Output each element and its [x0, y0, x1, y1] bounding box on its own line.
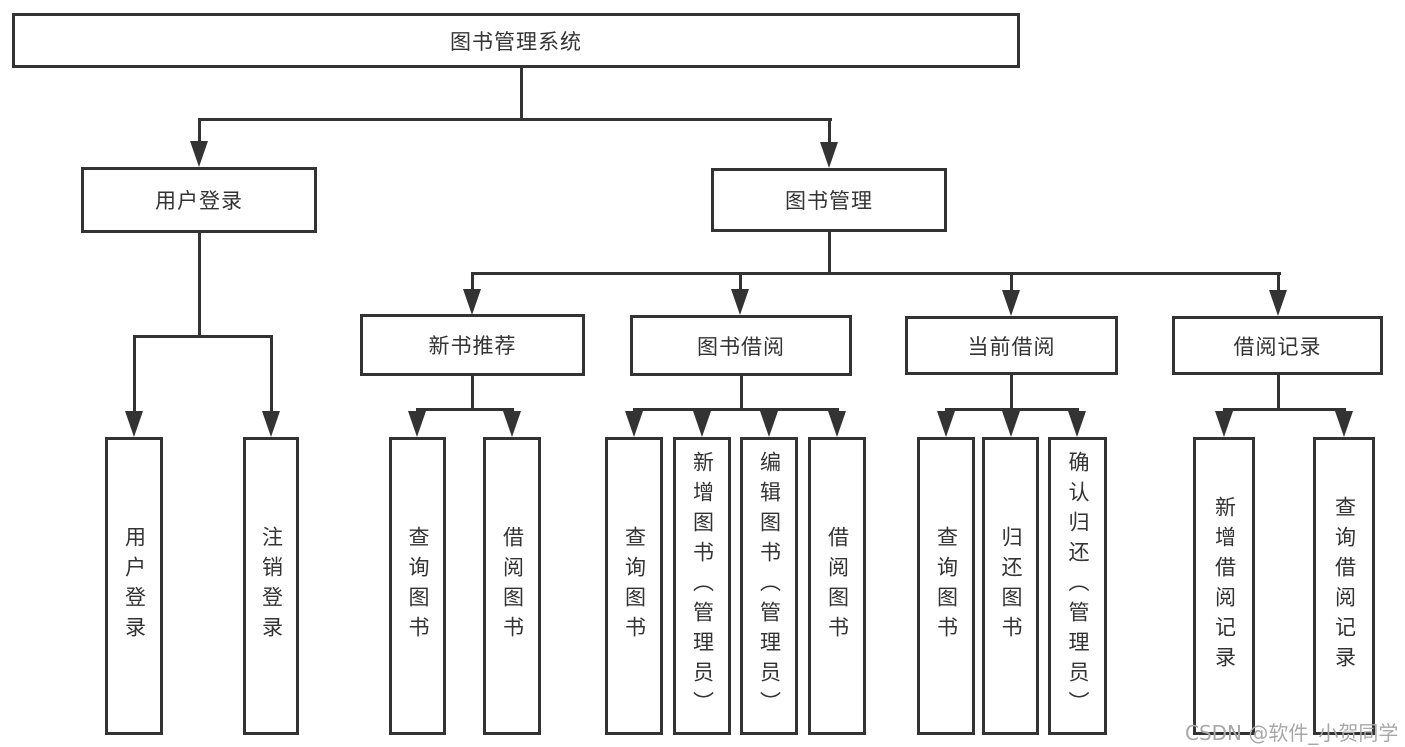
leaf-return-books-label: 归还图书	[999, 526, 1023, 646]
connector-line	[1010, 272, 1013, 292]
node-new-book-recommend: 新书推荐	[360, 314, 585, 376]
connector-line	[471, 272, 474, 292]
arrow-down-icon	[828, 411, 846, 437]
connector-line	[471, 376, 474, 411]
leaf-query-books-newbook: 查询图书	[389, 437, 446, 735]
connector-line	[1277, 272, 1280, 292]
leaf-edit-books-admin: 编辑图书（管理员）	[740, 437, 798, 735]
connector-line	[739, 272, 742, 292]
leaf-user-login: 用户登录	[105, 437, 163, 735]
arrow-down-icon	[625, 411, 643, 437]
arrow-down-icon	[820, 142, 838, 168]
connector-line	[198, 118, 201, 144]
arrow-down-icon	[262, 411, 280, 437]
connector-line	[633, 408, 839, 411]
leaf-query-books-borrow-label: 查询图书	[622, 526, 647, 646]
node-book-management: 图书管理	[711, 168, 947, 232]
leaf-borrow-books-newbook: 借阅图书	[483, 437, 541, 735]
connector-line	[1010, 375, 1013, 411]
leaf-user-login-label: 用户登录	[122, 526, 147, 646]
arrow-down-icon	[1002, 290, 1020, 316]
leaf-logout-login: 注销登录	[243, 437, 299, 735]
node-library-management-system: 图书管理系统	[12, 13, 1020, 68]
arrow-down-icon	[463, 289, 481, 315]
node-user-login: 用户登录	[81, 167, 317, 233]
arrow-down-icon	[408, 411, 426, 437]
leaf-confirm-return-admin-label: 确认归还（管理员）	[1066, 451, 1090, 721]
arrow-down-icon	[1215, 411, 1233, 437]
connector-line	[198, 233, 201, 337]
leaf-query-books-borrow: 查询图书	[605, 437, 663, 735]
leaf-query-borrow-record-label: 查询借阅记录	[1332, 496, 1357, 676]
leaf-query-books-newbook-label: 查询图书	[406, 526, 430, 646]
leaf-query-borrow-record: 查询借阅记录	[1313, 437, 1375, 735]
connector-line	[133, 335, 136, 412]
connector-line	[198, 118, 832, 121]
arrow-down-icon	[731, 289, 749, 315]
connector-line	[828, 118, 831, 144]
leaf-edit-books-admin-label: 编辑图书（管理员）	[757, 451, 782, 721]
leaf-query-books-current-label: 查询图书	[934, 526, 959, 646]
connector-line	[828, 232, 831, 275]
arrow-down-icon	[1068, 411, 1086, 437]
node-borrow-records: 借阅记录	[1172, 316, 1383, 375]
leaf-add-borrow-record: 新增借阅记录	[1193, 437, 1255, 735]
arrow-down-icon	[693, 411, 711, 437]
leaf-add-books-admin: 新增图书（管理员）	[673, 437, 731, 735]
arrow-down-icon	[760, 411, 778, 437]
leaf-logout-login-label: 注销登录	[259, 526, 284, 646]
leaf-add-books-admin-label: 新增图书（管理员）	[690, 451, 715, 721]
connector-line	[520, 68, 523, 121]
connector-line	[416, 408, 514, 411]
node-current-borrow: 当前借阅	[905, 316, 1118, 375]
connector-line	[945, 408, 1079, 411]
leaf-add-borrow-record-label: 新增借阅记录	[1212, 496, 1237, 676]
leaf-borrow-books-label: 借阅图书	[825, 526, 850, 646]
arrow-down-icon	[1269, 290, 1287, 316]
leaf-query-books-current: 查询图书	[917, 437, 975, 735]
arrow-down-icon	[937, 411, 955, 437]
leaf-confirm-return-admin: 确认归还（管理员）	[1048, 437, 1107, 735]
leaf-return-books: 归还图书	[982, 437, 1039, 735]
arrow-down-icon	[125, 411, 143, 437]
leaf-borrow-books: 借阅图书	[808, 437, 866, 735]
connector-line	[471, 272, 1281, 275]
connector-line	[1223, 408, 1346, 411]
leaf-borrow-books-newbook-label: 借阅图书	[500, 526, 525, 646]
connector-line	[1277, 375, 1280, 411]
connector-line	[270, 335, 273, 412]
node-book-borrow: 图书借阅	[630, 315, 852, 376]
connector-line	[133, 335, 273, 338]
arrow-down-icon	[1002, 411, 1020, 437]
arrow-down-icon	[1335, 411, 1353, 437]
connector-line	[740, 376, 743, 411]
watermark-text: CSDN @软件_小贺同学	[1185, 721, 1399, 745]
arrow-down-icon	[503, 411, 521, 437]
arrow-down-icon	[190, 141, 208, 167]
